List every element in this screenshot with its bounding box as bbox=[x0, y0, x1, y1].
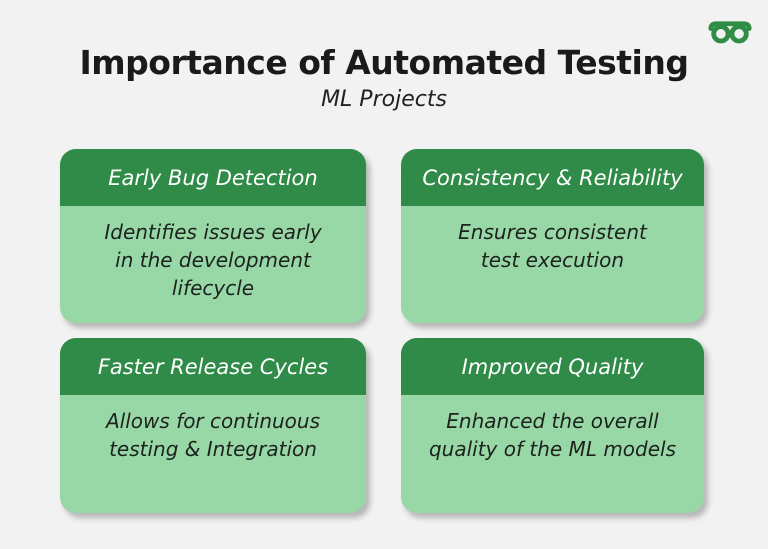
card-header: Improved Quality bbox=[401, 338, 704, 395]
card-header: Faster Release Cycles bbox=[60, 338, 366, 395]
card-description: Identifies issues early in the developme… bbox=[104, 220, 322, 300]
card-consistency-reliability: Consistency & Reliability Ensures consis… bbox=[401, 149, 704, 323]
card-description: Allows for continuous testing & Integrat… bbox=[105, 409, 320, 461]
card-faster-release-cycles: Faster Release Cycles Allows for continu… bbox=[60, 338, 366, 513]
card-early-bug-detection: Early Bug Detection Identifies issues ea… bbox=[60, 149, 366, 323]
page-title: Importance of Automated Testing bbox=[79, 43, 689, 82]
page-header: Importance of Automated Testing ML Proje… bbox=[0, 0, 768, 113]
card-title: Improved Quality bbox=[461, 354, 644, 379]
card-body: Enhanced the overall quality of the ML m… bbox=[401, 395, 704, 513]
card-description: Enhanced the overall quality of the ML m… bbox=[428, 409, 677, 461]
cards-grid: Early Bug Detection Identifies issues ea… bbox=[60, 149, 704, 513]
card-body: Allows for continuous testing & Integrat… bbox=[60, 395, 366, 513]
card-title: Early Bug Detection bbox=[108, 165, 318, 190]
card-body: Identifies issues early in the developme… bbox=[60, 206, 366, 323]
card-header: Early Bug Detection bbox=[60, 149, 366, 206]
card-header: Consistency & Reliability bbox=[401, 149, 704, 206]
card-description: Ensures consistent test execution bbox=[458, 220, 647, 272]
page-subtitle: ML Projects bbox=[321, 86, 447, 112]
card-body: Ensures consistent test execution bbox=[401, 206, 704, 323]
geeksforgeeks-logo-icon bbox=[707, 15, 753, 45]
card-title: Consistency & Reliability bbox=[422, 165, 683, 190]
card-title: Faster Release Cycles bbox=[97, 354, 329, 379]
card-improved-quality: Improved Quality Enhanced the overall qu… bbox=[401, 338, 704, 513]
